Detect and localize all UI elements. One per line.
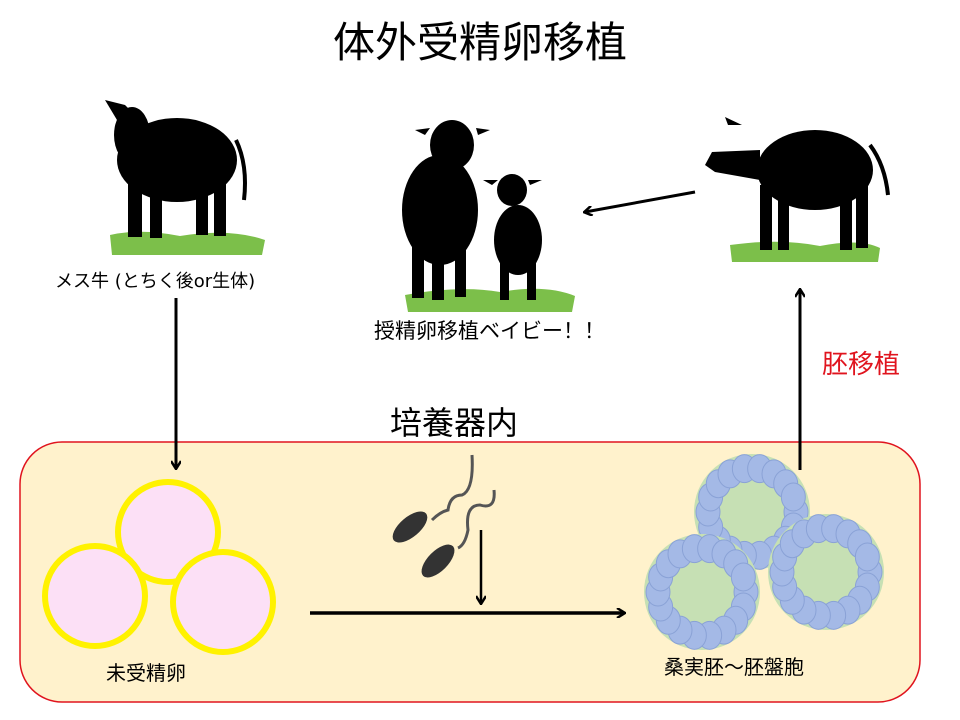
baby-label: 授精卵移植ベイビー！！ — [374, 319, 605, 343]
morula-blastocyst-cluster — [644, 454, 884, 650]
cell — [780, 482, 806, 512]
cell — [730, 562, 756, 592]
cow-and-calf-image — [402, 120, 575, 312]
arrow-recipient-to-baby — [585, 190, 696, 212]
sperm-icon — [392, 454, 496, 578]
unfertilized-eggs — [42, 479, 276, 655]
cell — [854, 542, 880, 572]
embryo-transfer-label: 胚移植 — [822, 350, 901, 380]
recipient-cow-image — [705, 117, 890, 262]
incubator-label: 培養器内 — [390, 404, 519, 442]
donor-cow-label: メス牛 (とちく後or生体) — [55, 271, 256, 292]
embryo-label: 桑実胚〜胚盤胞 — [664, 655, 804, 679]
unfertilized-egg-label: 未受精卵 — [106, 661, 186, 685]
page-title: 体外受精卵移植 — [332, 18, 627, 67]
donor-cow-image — [105, 100, 265, 255]
